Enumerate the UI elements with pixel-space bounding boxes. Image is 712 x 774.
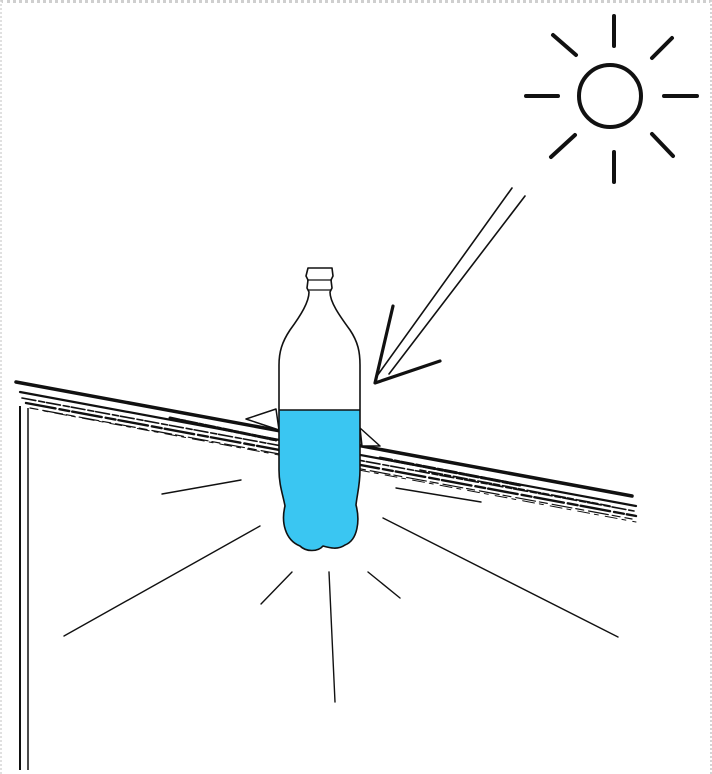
wall (20, 406, 28, 770)
bottle-water (279, 410, 360, 551)
light-ray (329, 572, 335, 702)
arrow-shaft-right (389, 196, 525, 374)
light-ray (64, 526, 260, 636)
arrow-head (375, 306, 440, 383)
sun-disc (579, 65, 641, 127)
sun-rays (526, 16, 697, 182)
sun-icon (526, 16, 697, 182)
light-ray (368, 572, 400, 598)
arrow-shaft-left (377, 188, 512, 376)
light-ray (162, 480, 241, 494)
bottle (246, 268, 380, 551)
light-ray (383, 518, 618, 637)
sunlight-arrow (375, 188, 525, 383)
light-ray (261, 572, 292, 604)
